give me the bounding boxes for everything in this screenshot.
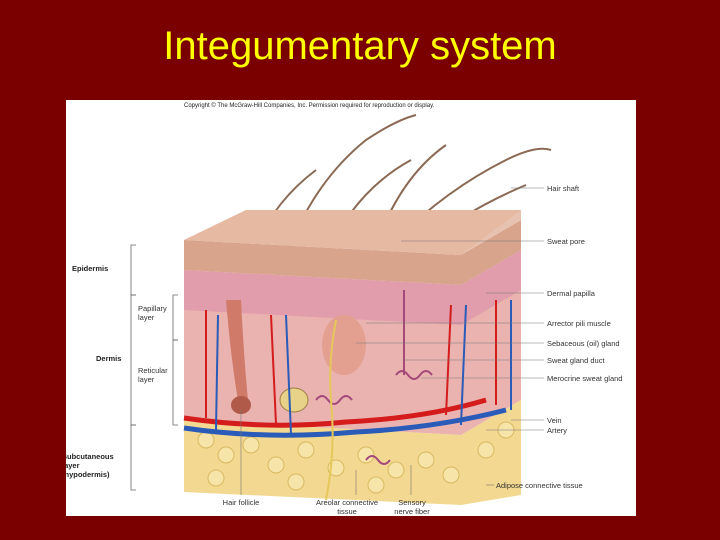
label-sweat-gland-duct: Sweat gland duct (547, 356, 605, 365)
label-sensory-nerve: Sensory nerve fiber (394, 498, 430, 516)
label-dermal-papilla: Dermal papilla (547, 289, 595, 298)
label-adipose-tissue: Adipose connective tissue (496, 481, 583, 490)
label-dermis: Dermis (96, 354, 122, 363)
skin-illustration (130, 114, 552, 505)
vein-shape (183, 407, 507, 438)
label-papillary-layer: Papillary layer (138, 304, 167, 322)
epidermis-layer (184, 220, 521, 285)
label-subcutaneous-layer: Subcutaneous layer (hypodermis) (66, 452, 114, 479)
label-artery: Artery (547, 426, 568, 435)
label-merocrine-sweat-gland: Merocrine sweat gland (547, 374, 623, 383)
label-areolar-tissue: Areolar connective tissue (315, 498, 379, 516)
hair-follicle-shape (226, 300, 248, 400)
label-vein: Vein (547, 416, 562, 425)
label-sweat-pore: Sweat pore (547, 237, 585, 246)
label-hair-shaft: Hair shaft (547, 184, 580, 193)
leader-lines (240, 187, 544, 495)
pacinian-corpuscle (279, 387, 309, 413)
nerve-fiber-shape (325, 319, 337, 501)
label-arrector-pili: Arrector pili muscle (547, 319, 611, 328)
sweat-glands (315, 290, 433, 465)
hair-bulb-shape (231, 396, 251, 414)
label-sebaceous-gland: Sebaceous (oil) gland (547, 339, 620, 348)
label-epidermis: Epidermis (72, 264, 109, 273)
slide-title: Integumentary system (163, 24, 557, 68)
papillary-layer (184, 250, 521, 325)
label-reticular-layer: Reticular layer (138, 366, 168, 384)
copyright-notice: Copyright © The McGraw-Hill Companies, I… (184, 103, 435, 109)
layer-brackets (130, 244, 178, 491)
skin-diagram-figure: Copyright © The McGraw-Hill Companies, I… (66, 100, 636, 516)
label-hair-follicle: Hair follicle (222, 498, 260, 507)
sebaceous-gland-shape (322, 315, 366, 375)
